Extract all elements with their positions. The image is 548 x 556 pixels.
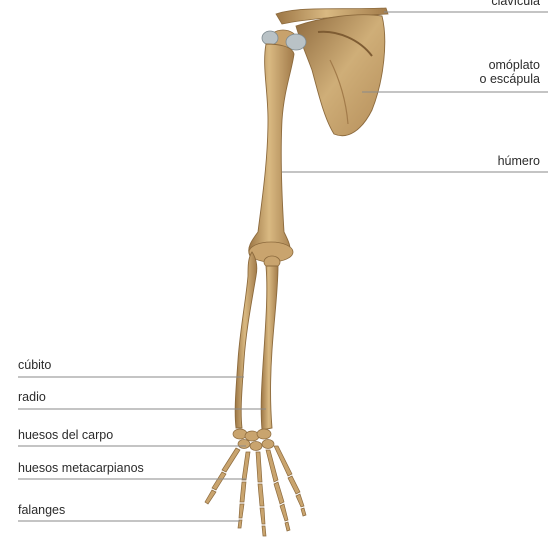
phalanx-bones: [205, 472, 306, 536]
label-metacarpals: huesos metacarpianos: [18, 461, 144, 476]
label-humerus: húmero: [498, 154, 540, 169]
ulna-bone: [235, 252, 257, 428]
label-scapula-line2: o escápula: [480, 72, 540, 87]
label-scapula-line1: omóplato: [489, 58, 540, 73]
radius-bone: [261, 256, 280, 430]
label-clavicle: clavícula: [491, 0, 540, 9]
label-carpals: huesos del carpo: [18, 428, 113, 443]
metacarpal-bones: [222, 446, 292, 482]
scapula-bone: [296, 15, 385, 136]
carpal-bones: [233, 429, 274, 451]
humerus-bone: [249, 44, 294, 262]
label-radius: radio: [18, 390, 46, 405]
label-phalanges: falanges: [18, 503, 65, 518]
label-ulna: cúbito: [18, 358, 51, 373]
